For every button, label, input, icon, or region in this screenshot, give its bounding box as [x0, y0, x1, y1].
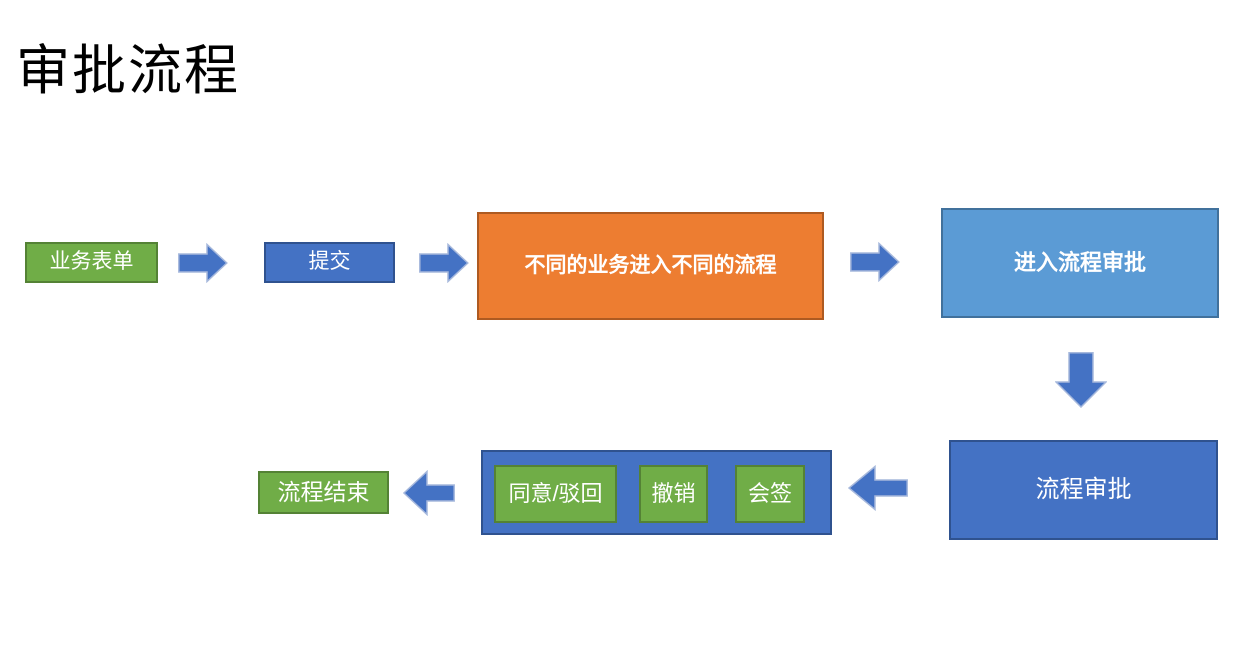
flow-node-label: 流程审批: [1035, 476, 1132, 504]
flow-node-label: 流程结束: [277, 479, 370, 506]
flow-node-label: 提交: [308, 250, 351, 274]
page-title: 审批流程: [16, 41, 240, 101]
flow-node-revoke: 撤销: [639, 465, 708, 523]
flow-node-label: 不同的业务进入不同的流程: [524, 253, 777, 277]
flow-node-business-form: 业务表单: [25, 242, 158, 283]
down-arrow-icon: [1055, 352, 1107, 408]
right-arrow-icon: [178, 243, 228, 283]
flow-node-branch: 不同的业务进入不同的流程: [477, 212, 824, 320]
flow-node-countersign: 会签: [735, 465, 805, 523]
left-arrow-icon: [403, 470, 455, 516]
flow-node-label: 会签: [747, 481, 792, 507]
flow-node-label: 业务表单: [49, 250, 134, 274]
flow-node-submit: 提交: [264, 242, 395, 283]
right-arrow-icon: [850, 242, 900, 282]
flow-node-approval: 流程审批: [949, 440, 1218, 540]
right-arrow-icon: [419, 243, 469, 283]
left-arrow-icon: [848, 465, 908, 511]
flow-node-label: 撤销: [651, 481, 696, 507]
flow-node-actions-container: 同意/驳回 撤销 会签: [481, 450, 832, 535]
flow-node-end: 流程结束: [258, 471, 389, 514]
flow-node-label: 进入流程审批: [1013, 250, 1146, 276]
flow-node-enter-approval: 进入流程审批: [941, 208, 1219, 318]
flow-node-label: 同意/驳回: [508, 481, 603, 507]
flow-node-agree-reject: 同意/驳回: [494, 465, 617, 523]
